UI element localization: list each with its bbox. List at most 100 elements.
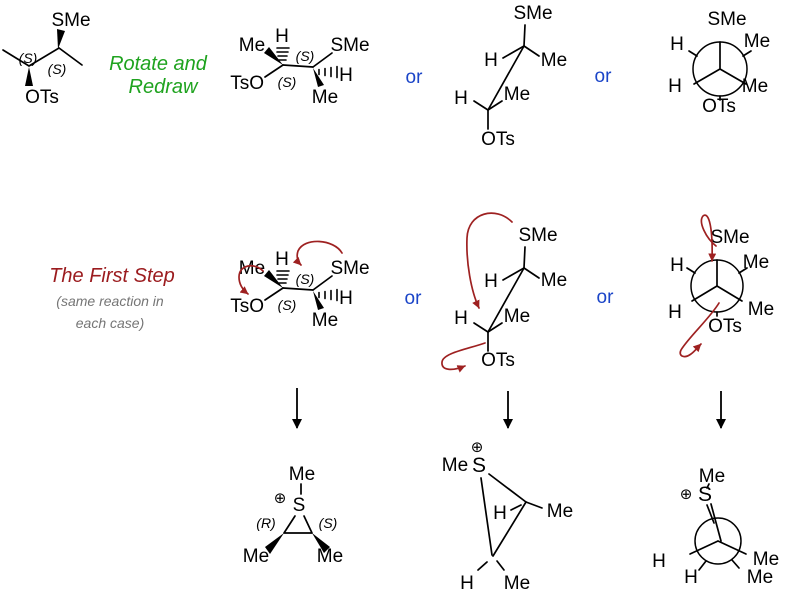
structure-sawhorse-row1: SMe H Me H Me OTs [454,3,567,150]
bond-me-front [487,322,503,333]
tso-label: TsO [230,73,264,94]
wedge-bond-me-left [265,533,284,554]
back-bonds [698,559,740,571]
me-bottom-label: Me [312,87,338,108]
sme-label: SMe [51,10,90,31]
me-top-label: Me [239,35,265,56]
back-bonds [688,50,752,101]
h-front-left-label: H [668,302,682,323]
rotate-redraw-line2: Redraw [129,76,199,98]
first-step-note-line2: each case) [76,315,144,331]
me-front-label: Me [504,306,530,327]
sme-label: SMe [513,3,552,24]
stereo-s-label: (S) [319,515,338,531]
stereo-label-c3: (S) [48,61,67,77]
ots-label: OTs [25,87,59,108]
front-bonds [691,259,743,302]
bond-s-cbottom [480,477,493,556]
me-bottom-label: Me [312,310,338,331]
me-s-label: Me [289,464,315,485]
bond-s-front-carbon [710,503,722,542]
h-back-label: H [484,50,498,71]
h-back-left-label: H [670,34,684,55]
bond-sme [312,52,333,68]
rotate-redraw-line1: Rotate and [109,53,208,75]
bond-h-back [502,267,525,281]
stereo-right-label: (S) [296,271,315,287]
product-episulfonium-newman: Me ⊕ S H H Me Me [652,466,779,588]
back-bonds [686,267,748,317]
bond-tso [264,287,284,301]
bond-me-bottom [496,560,505,571]
bond-h-bottom [477,561,488,571]
bond-me-back [523,267,540,279]
plus-charge-icon: ⊕ [471,438,484,456]
h-front-label: H [652,551,666,572]
stereo-left-label: (S) [278,297,297,313]
wedge-bond-me-top [264,47,283,65]
curved-arrow-sme-attack [466,212,513,309]
ots-label: OTs [481,350,515,371]
bond-h-front [473,100,489,111]
sme-label: SMe [707,9,746,30]
hash-bond-h-right [318,65,338,79]
bond-me-right [525,501,543,509]
me-label: Me [442,455,468,476]
cc-bond [487,267,525,333]
front-bonds [689,540,747,555]
bond-h-ring [510,504,522,511]
bond-sme [312,275,333,291]
ots-label: OTs [702,96,736,117]
hash-bond-h-right [318,288,338,302]
tso-label: TsO [230,296,264,317]
product-episulfonium-triangle: Me ⊕ S (R) (S) Me Me [243,464,343,567]
stereo-right-label: (S) [296,48,315,64]
wedge-bond-me-bottom [313,68,324,87]
bond-sme [523,246,526,269]
me-back-label: Me [541,270,567,291]
sme-label: SMe [710,227,749,248]
curved-arrow-ots-leaving [441,342,486,373]
h-front-label: H [454,88,468,109]
s-label: S [698,483,712,506]
bond-h-back [502,45,525,59]
h-back-label: H [484,271,498,292]
wedge-bond-me-bottom [313,291,324,310]
sme-label: SMe [330,258,369,279]
rotate-redraw-label: Rotate and Redraw [109,53,208,98]
bond-me-front [487,100,503,111]
cc-bond [282,64,314,68]
h-right-label: H [339,288,353,309]
curved-arrow-sme-attack [700,214,717,262]
ring-bonds [283,515,313,534]
hash-bond-h-top [276,270,290,284]
me-back-label: Me [747,567,773,588]
me-bottom-label: Me [504,573,530,594]
ots-label: OTs [481,129,515,150]
first-step-label: The First Step (same reaction in each ca… [49,265,175,331]
ring-cc-bond [492,501,527,557]
me-top-label: Me [239,258,265,279]
bond-me-s [706,483,710,489]
structure-newman-row2: SMe H Me H Me OTs [668,214,774,358]
or-label-4: or [597,287,615,308]
ots-label: OTs [708,316,742,337]
bond-h-front [473,322,489,333]
or-label-3: or [405,288,423,309]
structure-wedge-row2: Me H SMe TsO (S) (S) H Me [230,240,370,331]
me-front-label: Me [504,84,530,105]
first-step-note-line1: (same reaction in [56,293,164,309]
bond-me-back [523,45,540,57]
structure-zigzag: SMe OTs (S) (S) [2,10,91,108]
h-bottom-label: H [460,573,474,594]
me-left-label: Me [243,546,269,567]
bond-s-back-carbon [706,504,715,524]
h-back-left-label: H [670,255,684,276]
front-bonds [693,41,747,85]
newman-circle [694,517,742,565]
stereo-left-label: (S) [278,74,297,90]
sme-label: SMe [518,225,557,246]
stereo-r-label: (R) [256,515,275,531]
